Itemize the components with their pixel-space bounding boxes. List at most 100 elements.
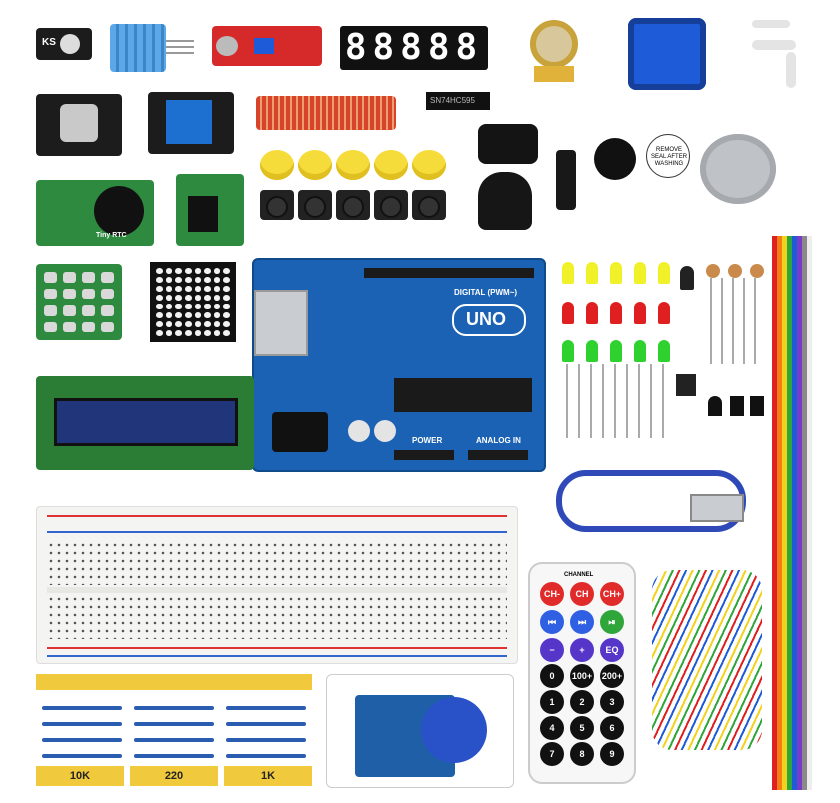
tactile-switches [260, 190, 450, 224]
analog-header [468, 450, 528, 460]
led-red [610, 302, 622, 324]
buzzer-sticker-text: REMOVE SEAL AFTER WASHING [650, 147, 688, 167]
breadboard-holes [47, 541, 507, 585]
remote-button-ch-plus: CH+ [600, 582, 624, 606]
remote-button-prev: ⏮ [540, 610, 564, 634]
led-red [562, 302, 574, 324]
resistor [226, 722, 306, 726]
rtc-label: Tiny RTC [96, 232, 127, 239]
resistor [134, 722, 214, 726]
remote-button-8: 8 [570, 742, 594, 766]
seven-segment-display: 88888 [340, 26, 488, 70]
rtc-module: Tiny RTC [36, 180, 154, 246]
shift-register-chip: SN74HC595 [426, 92, 490, 110]
remote-button-eq: EQ [600, 638, 624, 662]
led-array [560, 260, 676, 440]
resistor [226, 754, 306, 758]
resistor-label-220: 220 [130, 766, 218, 786]
relay-block [166, 100, 212, 144]
rfid-keyfob [421, 697, 487, 763]
led-green [658, 340, 670, 362]
led-green [634, 340, 646, 362]
potentiometer-base [534, 66, 574, 82]
servo-horns [746, 18, 802, 88]
ks-sensor-module: KS [36, 28, 92, 60]
led-yellow [562, 262, 574, 284]
tactile-switch [412, 190, 446, 220]
remote-button-0: 0 [540, 664, 564, 688]
led-green [586, 340, 598, 362]
led-yellow [610, 262, 622, 284]
sound-sensor-module [212, 26, 322, 66]
arduino-uno-board: UNO DIGITAL (PWM~) POWER ANALOG IN [252, 258, 546, 472]
resistor [134, 706, 214, 710]
rotary-potentiometer [530, 20, 578, 68]
led-yellow [658, 262, 670, 284]
led-matrix-8x8 [150, 262, 236, 342]
resistor [42, 706, 122, 710]
yellow-cap [298, 150, 332, 180]
photoresistors [706, 264, 766, 364]
yellow-cap [374, 150, 408, 180]
tactile-caps [260, 150, 450, 186]
ks-label: KS [42, 37, 56, 48]
joystick-thumb-cap [478, 172, 532, 230]
resistor-label-10k: 10K [36, 766, 124, 786]
driver-ic [188, 196, 218, 232]
relay-module [148, 92, 234, 154]
active-buzzer [594, 138, 636, 180]
stepper-motor [700, 134, 776, 204]
coin-cell [94, 186, 144, 236]
tactile-switch [298, 190, 332, 220]
led-red [586, 302, 598, 324]
led-green [562, 340, 574, 362]
led-green [610, 340, 622, 362]
resistor-tape-top [36, 674, 312, 690]
ir-receiver [676, 374, 696, 396]
lcd-1602-module [36, 376, 254, 470]
joystick-cap [60, 104, 98, 142]
remote-button-ch: CH [570, 582, 594, 606]
remote-button-minus: − [540, 638, 564, 662]
remote-button-1: 1 [540, 690, 564, 714]
remote-button-3: 3 [600, 690, 624, 714]
resistor [42, 754, 122, 758]
yellow-cap [336, 150, 370, 180]
digital-header [364, 268, 534, 278]
led-red [658, 302, 670, 324]
remote-button-play: ⏯ [600, 610, 624, 634]
capacitor [374, 420, 396, 442]
led-yellow [634, 262, 646, 284]
remote-button-4: 4 [540, 716, 564, 740]
resistor [42, 738, 122, 742]
tactile-switch [374, 190, 408, 220]
potentiometer-blue [254, 38, 274, 54]
led-red [634, 302, 646, 324]
remote-button-6: 6 [600, 716, 624, 740]
breadboard-holes [47, 595, 507, 639]
analog-label: ANALOG IN [476, 436, 521, 445]
ir-remote-control: CHANNEL CH- CH CH+ ⏮ ⏭ ⏯ − + EQ 0 100+ 2… [528, 562, 636, 784]
dht11-sensor [110, 24, 166, 72]
dht11-pins [166, 38, 194, 54]
digital-label: DIGITAL (PWM~) [454, 288, 518, 297]
chip-label: SN74HC595 [430, 96, 475, 105]
water-sensor [256, 96, 396, 130]
dc-barrel-plug [556, 150, 576, 210]
resistor [226, 738, 306, 742]
remote-button-ch-minus: CH- [540, 582, 564, 606]
tactile-switch [260, 190, 294, 220]
resistor [226, 706, 306, 710]
resistor [42, 722, 122, 726]
battery-clip [478, 124, 538, 164]
joystick-module [36, 94, 122, 156]
remote-button-200: 200+ [600, 664, 624, 688]
atmega-chip [394, 378, 532, 412]
uno-logo-text: UNO [466, 309, 506, 329]
power-header [394, 450, 454, 460]
remote-button-100: 100+ [570, 664, 594, 688]
servo-motor [628, 18, 706, 90]
dupont-ribbon-cable [772, 236, 812, 790]
ir-receiver-led [680, 266, 694, 290]
remote-button-next: ⏭ [570, 610, 594, 634]
